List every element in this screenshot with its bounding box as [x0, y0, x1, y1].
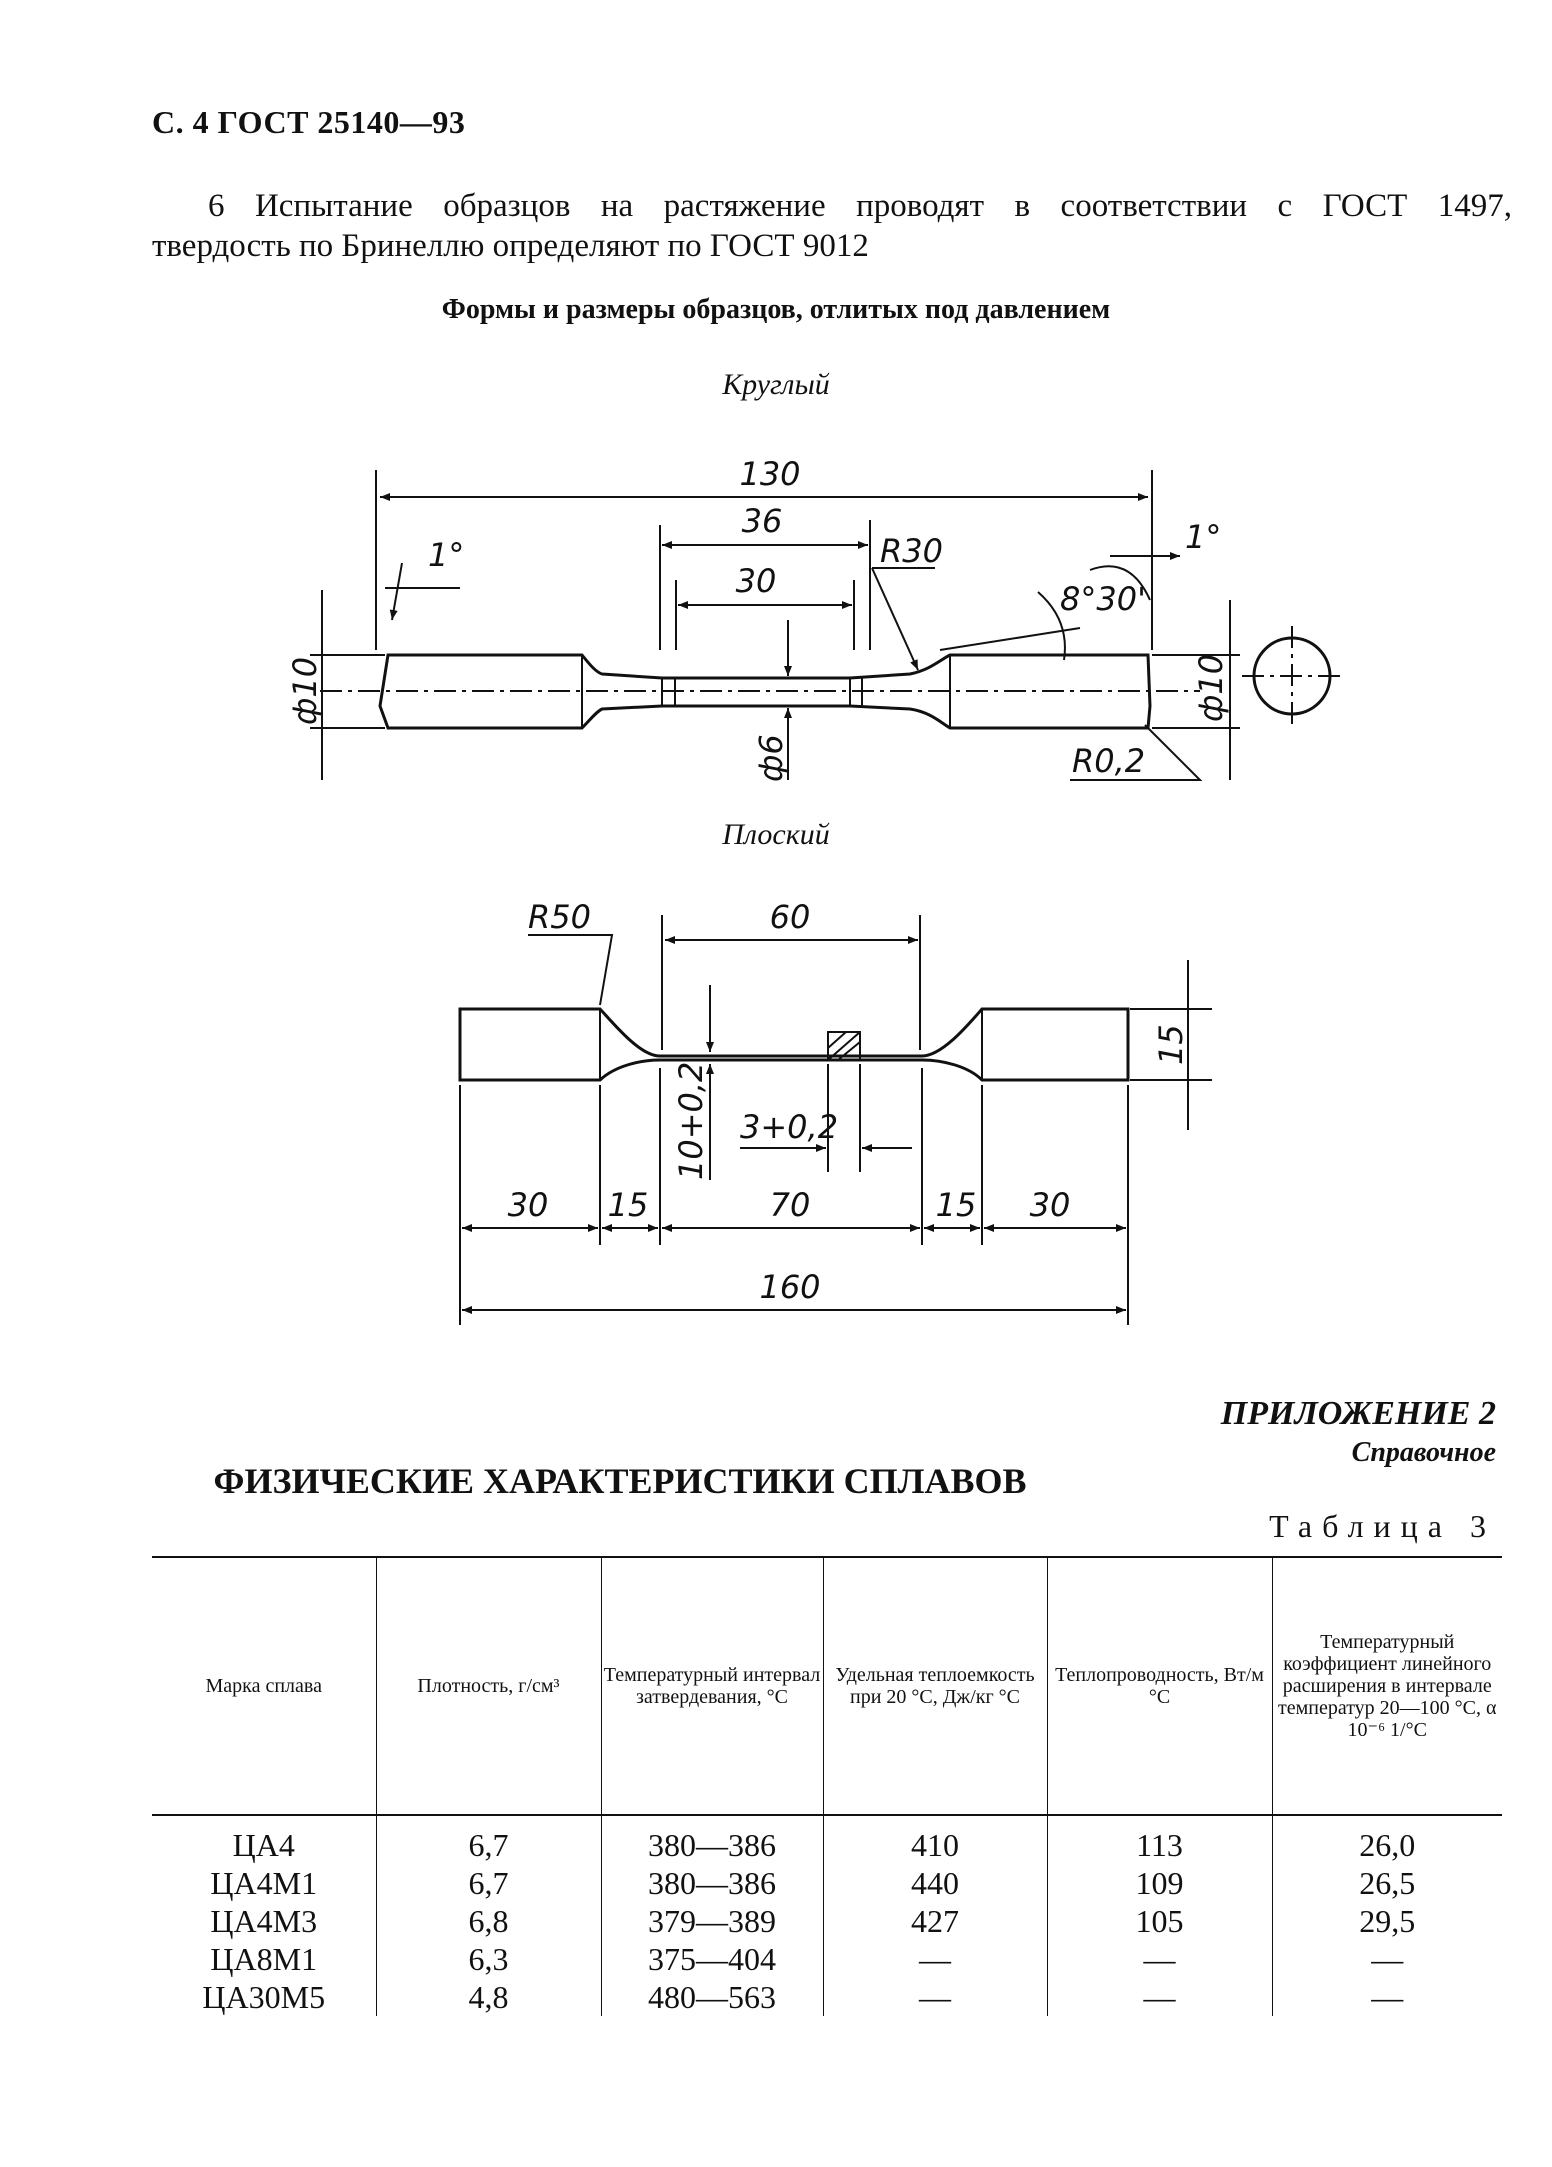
- figure-title: Формы и размеры образцов, отлитых под да…: [441, 294, 1111, 325]
- alloy-properties-table: Марка сплава Плотность, г/см³ Температур…: [152, 1556, 1502, 2016]
- dim-round-gauge: 30: [736, 562, 777, 600]
- specimen-drawings: 130 36 30 R30 1° 1° 8°30' ф10 ф10: [286, 455, 1342, 1325]
- header-specific-heat: Удельная теплоемкость при 20 °С, Дж/кг °…: [822, 1556, 1047, 1816]
- dim-flat-gauge: 60: [770, 898, 811, 936]
- dim-round-overall: 130: [739, 455, 800, 493]
- angle-left-arrow: [389, 562, 403, 621]
- dim-round-mid: 36: [742, 502, 783, 540]
- cell-expansion: 29,5: [1271, 1902, 1502, 1940]
- round-specimen: 130 36 30 R30 1° 1° 8°30' ф10 ф10: [286, 455, 1342, 782]
- cell-density: 6,7: [375, 1864, 601, 1902]
- dim-round-edge-radius: R0,2: [1072, 742, 1145, 780]
- dim-round-angle-right: 1°: [1185, 518, 1221, 556]
- cell-conductivity: —: [1046, 1978, 1272, 2016]
- dim-flat-seg2: 15: [608, 1186, 649, 1224]
- paragraph-6: 6 Испытание образцов на растяжение прово…: [152, 186, 1512, 266]
- cell-heat-capacity: —: [822, 1940, 1047, 1978]
- dim-flat-width: 15: [1152, 1024, 1190, 1065]
- table-row: ЦА4М1 6,7 380—386 440 109 26,5: [152, 1864, 1502, 1902]
- cell-density: 4,8: [375, 1978, 601, 2016]
- flat-specimen-outline: [458, 1007, 1130, 1082]
- dim-flat-section: 3+0,2: [740, 1108, 838, 1146]
- cell-alloy: ЦА4М3: [210, 1903, 318, 1939]
- taper-arc: [1037, 591, 1066, 661]
- hatch-line: [837, 1041, 861, 1061]
- dim-flat-seg1: 30: [508, 1186, 549, 1224]
- dim-flat-thickness: 10+0,2: [672, 1062, 710, 1180]
- header-solidification-range: Температурный интервал затвердевания, °С: [600, 1556, 823, 1816]
- header-alloy-grade: Марка сплава: [152, 1556, 376, 1816]
- dim-round-fillet: R30: [880, 532, 943, 570]
- dim-flat-fillet: R50: [528, 898, 591, 936]
- angle-right-arc: [1089, 565, 1151, 601]
- flat-specimen: R50 60 15 10+0,2 3+0,2 30 15: [458, 898, 1212, 1325]
- cell-conductivity: 109: [1046, 1864, 1272, 1902]
- table-row: ЦА4М3 6,8 379—389 427 105 29,5: [152, 1902, 1502, 1940]
- leader-r30-arrow: [871, 567, 919, 671]
- cell-heat-capacity: —: [822, 1978, 1047, 2016]
- dim-round-dia-gauge: ф6: [752, 734, 790, 782]
- cell-density: 6,8: [375, 1902, 601, 1940]
- cell-conductivity: 113: [1046, 1815, 1272, 1864]
- cell-expansion: —: [1271, 1940, 1502, 1978]
- hatch-line: [827, 1031, 847, 1049]
- dim-round-dia-right: ф10: [1192, 654, 1230, 722]
- taper-line: [939, 627, 1081, 651]
- cell-heat-capacity: 410: [822, 1815, 1047, 1864]
- dim-flat-seg3: 70: [770, 1186, 811, 1224]
- cell-density: 6,3: [375, 1940, 601, 1978]
- cell-heat-capacity: 440: [822, 1864, 1047, 1902]
- caption-round: Круглый: [722, 368, 830, 401]
- dim-round-dia-left: ф10: [286, 657, 324, 725]
- dim-flat-overall: 160: [759, 1268, 820, 1306]
- dim-round-angle-left: 1°: [428, 536, 464, 574]
- table-label: Таблица 3: [1269, 1508, 1496, 1544]
- cell-density: 6,7: [375, 1815, 601, 1864]
- dim-flat-seg4: 15: [936, 1186, 977, 1224]
- cell-expansion: 26,0: [1271, 1815, 1502, 1864]
- leader-r50: [528, 934, 614, 1006]
- header-density: Плотность, г/см³: [375, 1556, 601, 1816]
- cell-solidification: 379—389: [600, 1902, 823, 1940]
- cell-conductivity: —: [1046, 1940, 1272, 1978]
- appendix-subtitle: Справочное: [1351, 1437, 1496, 1468]
- cell-expansion: —: [1271, 1978, 1502, 2016]
- paragraph-line-1: 6 Испытание образцов на растяжение прово…: [208, 188, 1512, 224]
- section-title: ФИЗИЧЕСКИЕ ХАРАКТЕРИСТИКИ СПЛАВОВ: [213, 1461, 1027, 1501]
- leader-r02: [1070, 724, 1203, 781]
- cell-solidification: 380—386: [600, 1815, 823, 1864]
- dim-round-taper: 8°30': [1060, 580, 1146, 618]
- cell-solidification: 380—386: [600, 1864, 823, 1902]
- table-header-row: Марка сплава Плотность, г/см³ Температур…: [152, 1556, 1502, 1816]
- dim-flat-seg5: 30: [1030, 1186, 1071, 1224]
- cell-alloy: ЦА4: [232, 1827, 295, 1863]
- cell-solidification: 375—404: [600, 1940, 823, 1978]
- cell-alloy: ЦА30М5: [202, 1979, 326, 2015]
- header-thermal-conductivity: Теплопроводность, Вт/м °С: [1046, 1556, 1272, 1816]
- caption-flat: Плоский: [722, 818, 830, 851]
- cell-expansion: 26,5: [1271, 1864, 1502, 1902]
- hatch-line: [827, 1031, 861, 1061]
- table-row: ЦА30М5 4,8 480—563 — — —: [152, 1978, 1502, 2016]
- cell-heat-capacity: 427: [822, 1902, 1047, 1940]
- paragraph-line-2: твердость по Бринеллю определяют по ГОСТ…: [152, 228, 869, 264]
- appendix-title: ПРИЛОЖЕНИЕ 2: [1220, 1395, 1496, 1432]
- page-header: С. 4 ГОСТ 25140—93: [152, 104, 466, 140]
- cell-solidification: 480—563: [600, 1978, 823, 2016]
- cell-alloy: ЦА4М1: [210, 1865, 318, 1901]
- flat-section-hatch: [827, 1031, 861, 1061]
- header-expansion-coefficient: Температурный коэффициент линейного расш…: [1271, 1556, 1502, 1816]
- table-row: ЦА8М1 6,3 375—404 — — —: [152, 1940, 1502, 1978]
- cell-conductivity: 105: [1046, 1902, 1272, 1940]
- table-row: ЦА4 6,7 380—386 410 113 26,0: [152, 1815, 1502, 1864]
- cell-alloy: ЦА8М1: [210, 1941, 318, 1977]
